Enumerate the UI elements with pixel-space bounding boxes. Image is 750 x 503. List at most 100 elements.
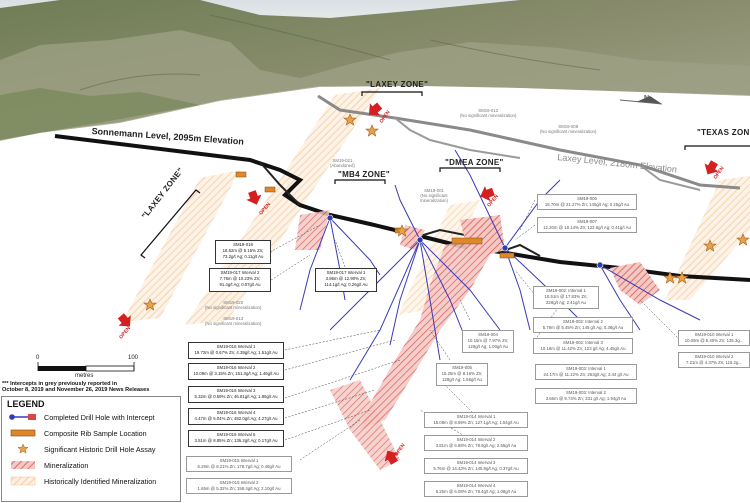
open-arrow-icon: [480, 186, 495, 202]
drillhole-sm19-009: [599, 264, 701, 321]
star-icon: [143, 298, 157, 311]
open-arrow-icon: [384, 450, 399, 465]
mb4-bracket: [334, 179, 386, 184]
scale-unit-label: metres: [75, 373, 94, 379]
star-icon: [395, 224, 409, 237]
north-label: N: [644, 95, 650, 102]
legend-title: LEGEND: [7, 399, 45, 409]
intercept-box-sm19-004: SM19-004 10.15m @ 7.97% Zn; 129g/t Ag; 1…: [462, 330, 514, 353]
legend-label: Completed Drill Hole with Intercept: [44, 412, 155, 422]
open-arrow-icon: [246, 190, 262, 205]
dmea-mineralization: [360, 238, 490, 430]
star-icon: [675, 271, 689, 284]
leader-lines: [267, 199, 681, 461]
intercept-box-sm19-014-i4: SM19-014 Interval 4 5.25m @ 6.08% Zn; 78…: [424, 481, 528, 497]
north-arrow-icon: [619, 96, 663, 105]
intercept-box-sm19-016-i3: SM19-016 Interval 3 5.32m @ 0.59% Zn; 46…: [188, 386, 284, 403]
dmea-bracket: [439, 167, 501, 172]
collar-texas: [596, 261, 604, 269]
legend-label: Composite Rib Sample Location: [44, 428, 147, 438]
scale-hundred-label: 100: [128, 355, 139, 361]
historic-mineralization-zones: [122, 88, 750, 325]
legend-item-rib-sample: Composite Rib Sample Location: [8, 427, 147, 439]
label-sm19-012: SM19-012 (No significant mineralization): [460, 108, 517, 118]
legend-item-mineralization: Mineralization: [8, 459, 88, 471]
label-sm19-001: SM19-001 (No significant mineralization): [420, 188, 448, 203]
intercept-box-sm19-014-i3: SM19-014 Interval 3 5.76m @ 14.43% Zn; 1…: [424, 458, 528, 474]
drillhole-collars: [326, 214, 604, 269]
intercept-box-sm19-016-i5: SM19-016 Interval 5 3.51m @ 8.85% Zn; 13…: [188, 430, 284, 447]
star-icon: [663, 271, 677, 284]
legend-label: Mineralization: [44, 460, 89, 470]
intercept-box-sm19-016-i4: SM19-016 Interval 4 4.47m @ 5.04% Zn; 48…: [188, 408, 284, 425]
laxey-historic-zone: [185, 88, 380, 325]
drillhole-sm19-013: [329, 239, 421, 331]
dmea-upper-mineralization: [460, 215, 505, 260]
lower-mineralization: [330, 380, 400, 470]
intercept-box-sm19-017-i2: SM19-017 Interval 2 7.76m @ 10.23% Zn; 9…: [209, 268, 271, 292]
rib-sample-1: [235, 171, 247, 178]
terrain-slope: [0, 30, 750, 141]
intercept-box-sm19-002-i3: SM19-002: Interval 3 10.16m @ 11.42% Zn;…: [533, 338, 633, 354]
mineralization-hatch-icon: [11, 461, 35, 469]
label-sm19-021: SM19-021 (Abandoned): [330, 158, 355, 168]
intercept-box-sm19-016-i1: SM19-016 Interval 1 19.72m @ 0.67% Zn; 4…: [188, 342, 284, 359]
intercept-box-sm19-007: SM19-007 12.20m @ 18.14% Zn; 122.6g/t Ag…: [537, 217, 637, 233]
intercept-box-sm19-017-i1: SM19-017 Interval 1 3.86m @ 12.90% Zn; 1…: [315, 268, 377, 292]
open-arrow-icon: [117, 313, 131, 327]
legend-item-star: Significant Historic Drill Hole Assay: [8, 443, 155, 455]
legend-item-historic: Historically Identified Mineralization: [8, 475, 156, 487]
intercept-box-sm19-005: SM19-005 15.25m @ 8.16% Zn; 128g/t Ag; 1…: [436, 363, 488, 386]
laxey-level-crosscuts: [394, 117, 701, 191]
texas-bracket: [684, 145, 750, 150]
intercept-box-sm19-014-i1: SM19-014 Interval 1 15.08m @ 8.59% Zn; 1…: [424, 412, 528, 428]
intercept-box-sm19-010-i1: SM19-010 Interval 1 10.09m @ 5.40% Zn; 1…: [678, 330, 750, 346]
star-icon: [17, 444, 29, 454]
scale-bar: [37, 362, 135, 372]
drillhole-sm19-016: [349, 239, 421, 381]
intercept-box-sm19-003-i1: SM19-003: Interval 1 24.17m @ 11.12% Zn;…: [535, 364, 637, 380]
intercept-box-sm19-006: SM19-006 15.70m @ 21.27% Zn; 145g/t Ag; …: [537, 194, 637, 210]
zone-brackets: [140, 91, 750, 259]
scale-zero-label: 0: [36, 355, 40, 361]
laxey-left-historic-zone: [122, 170, 240, 322]
zone-label-texas: "TEXAS ZONE": [697, 128, 750, 137]
drillhole-sm19-002: [504, 247, 531, 331]
rib-sample-dmea: [451, 237, 483, 245]
drillhole-sm19-004: [419, 239, 501, 331]
mb4-historic-zone: [398, 200, 480, 315]
rib-sample-2: [264, 186, 276, 193]
intercept-box-sm19-015-i1: SM19-015 Interval 1 6.29m @ 8.21% Zn; 17…: [186, 456, 292, 472]
open-arrows: [117, 102, 719, 465]
terrain-ridges: [79, 14, 601, 91]
star-icon: [703, 239, 717, 252]
legend-label: Historically Identified Mineralization: [44, 476, 157, 486]
mineralization-bodies: [295, 210, 660, 470]
texas-mineralization: [610, 262, 660, 305]
laxey-bracket: [361, 91, 423, 96]
star-icon: [736, 233, 750, 246]
label-sm19-013: SM19-013 (No significant mineralization): [205, 316, 262, 326]
collar-mb4: [326, 214, 334, 222]
legend: LEGEND Completed Drill Hole with Interce…: [1, 396, 181, 502]
label-sm19-008: SM19-008 (No significant mineralization): [540, 124, 597, 134]
laxey-left-bracket: [140, 189, 201, 259]
zone-label-mb4: "MB4 ZONE": [338, 170, 390, 179]
legend-item-drillhole: Completed Drill Hole with Intercept: [8, 411, 155, 423]
intercept-box-sm19-003-i2: SM19-003: Interval 2 3.66m @ 9.74% Zn; 3…: [535, 388, 637, 404]
star-icon: [343, 113, 357, 126]
drillhole-icon: [9, 414, 36, 420]
mb4-small-mineralization: [400, 225, 425, 250]
rib-sample-icon: [10, 429, 36, 437]
intercept-box-sm19-014-i2: SM19-014 Interval 2 3.81m @ 6.88% Zn; 78…: [424, 435, 528, 451]
intercept-box-sm19-002-i1: SM19-002: Interval 1 10.51m @ 17.83% Zn;…: [533, 286, 599, 309]
intercept-box-sm19-002-i2: SM19-002: Interval 2 5.78m @ 5.45% Zn; 1…: [533, 317, 633, 333]
collar-dmea: [416, 236, 424, 244]
historic-assay-stars: [143, 113, 750, 311]
drillhole-sm19-010: [599, 264, 641, 331]
drillhole-sm19-001: [394, 184, 421, 241]
footnote: *** Intercepts in grey previously report…: [2, 381, 150, 393]
laxey-level-drift: [317, 94, 741, 190]
star-icon: [365, 124, 379, 137]
historic-mineralization-icon: [10, 476, 36, 486]
